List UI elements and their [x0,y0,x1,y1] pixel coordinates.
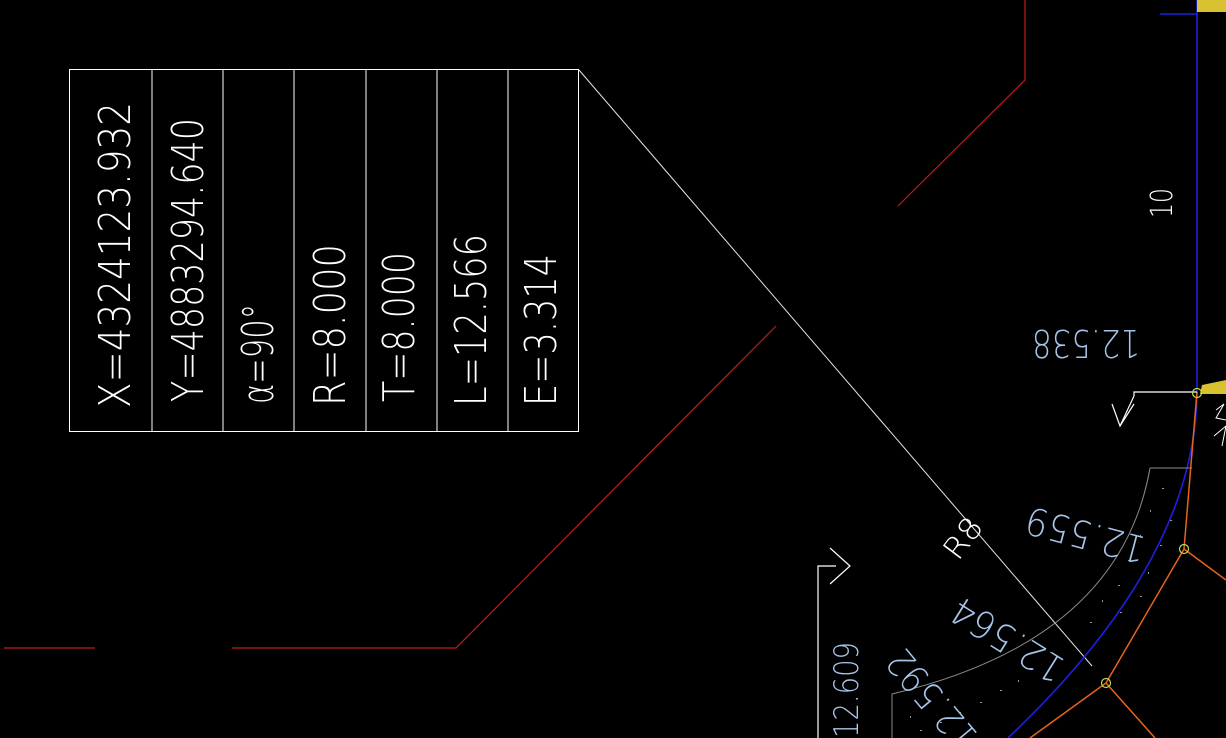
dim-arc-middle-label: 12.564 [943,588,1073,692]
curve-element-table[interactable]: X=4324123.932 Y=4883294.640 α=90° R=8.00… [69,69,579,432]
dim-arc-lower-label: 12.592 [877,640,987,738]
orange-curve[interactable] [1029,391,1226,738]
table-cell-external: E=3.314 [516,254,567,406]
dim-top-label: 10 [1145,188,1180,218]
table-cell-x-coordinate: X=4324123.932 [90,102,141,408]
orange-radial-right [1183,548,1226,581]
blue-road-edge[interactable] [1007,0,1198,738]
hatch-pattern [910,488,1172,731]
table-cell-length: L=12.566 [446,234,497,406]
table-cell-angle: α=90° [233,304,284,404]
table-cell-tangent: T=8.000 [374,252,425,402]
dim-mid-right-label: 12.538 [1032,321,1140,365]
orange-radial-down [1105,682,1156,738]
table-border [69,69,579,432]
red-boundary-lower[interactable] [232,325,777,649]
radius-label: R8 [936,511,990,567]
red-boundary-upper[interactable] [897,0,1026,207]
table-cell-radius: R=8.000 [305,244,356,406]
node-start[interactable] [1191,387,1203,399]
dim-bottom-left-label: 12.609 [827,642,867,738]
gray-arc[interactable] [891,467,1151,738]
red-boundary[interactable] [4,0,1026,649]
node-mid-lower[interactable] [1100,677,1112,689]
leader-line[interactable] [578,69,1093,667]
dimension-arrows [817,391,1197,738]
yellow-hatch [1197,0,1226,394]
gray-sidewalk[interactable] [891,467,1192,738]
curve-nodes[interactable] [1100,387,1203,689]
table-cell-y-coordinate: Y=4883294.640 [163,118,214,402]
dim-arc-upper-label: 12.559 [1021,498,1150,572]
orange-tangent-polyline[interactable] [1029,391,1198,738]
partial-label-right [1213,403,1226,447]
node-mid-upper[interactable] [1178,543,1190,555]
